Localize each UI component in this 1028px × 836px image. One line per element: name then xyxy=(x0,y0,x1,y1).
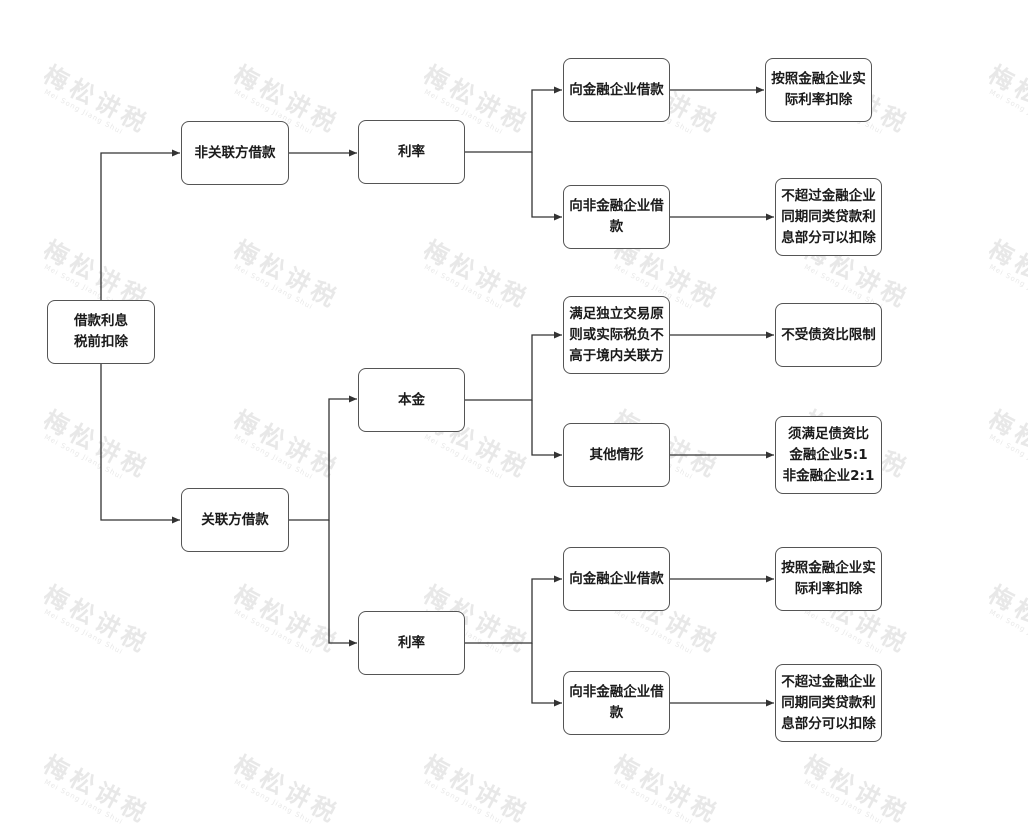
node-rel-nonfin-result: 不超过金融企业同期同类贷款利息部分可以扣除 xyxy=(775,664,882,742)
edge-principal-to-arm xyxy=(465,331,562,401)
node-rel-principal: 本金 xyxy=(358,368,465,432)
edge-nr-rate-to-fin xyxy=(465,86,562,153)
node-rel-other: 其他情形 xyxy=(563,423,670,487)
node-nr-nonfin: 向非金融企业借款 xyxy=(563,185,670,249)
edge-root-to-non-related xyxy=(100,149,180,300)
edge-rel-rate-to-nonfin xyxy=(531,643,562,707)
node-rel-arm-result: 不受债资比限制 xyxy=(775,303,882,367)
node-nr-nonfin-result: 不超过金融企业同期同类贷款利息部分可以扣除 xyxy=(775,178,882,256)
node-rel-fin-result: 按照金融企业实际利率扣除 xyxy=(775,547,882,611)
node-nr-rate: 利率 xyxy=(358,120,465,184)
edge-root-to-related xyxy=(100,364,180,524)
node-rel-rate: 利率 xyxy=(358,611,465,675)
edge-rel-rate-to-fin xyxy=(465,575,562,644)
node-nr-fin: 向金融企业借款 xyxy=(563,58,670,122)
node-nr-fin-result: 按照金融企业实际利率扣除 xyxy=(765,58,872,122)
node-rel-fin: 向金融企业借款 xyxy=(563,547,670,611)
node-rel-arm-length: 满足独立交易原则或实际税负不高于境内关联方 xyxy=(563,296,670,374)
node-non-related-loan: 非关联方借款 xyxy=(181,121,289,185)
edge-related-to-rate xyxy=(328,520,357,647)
edge-related-to-principal xyxy=(289,395,357,521)
node-related-loan: 关联方借款 xyxy=(181,488,289,552)
node-rel-nonfin: 向非金融企业借款 xyxy=(563,671,670,735)
edge-nr-rate-to-nonfin xyxy=(531,152,562,221)
node-root: 借款利息税前扣除 xyxy=(47,300,155,364)
edge-principal-to-other xyxy=(531,400,562,459)
connector-lines xyxy=(100,86,774,707)
